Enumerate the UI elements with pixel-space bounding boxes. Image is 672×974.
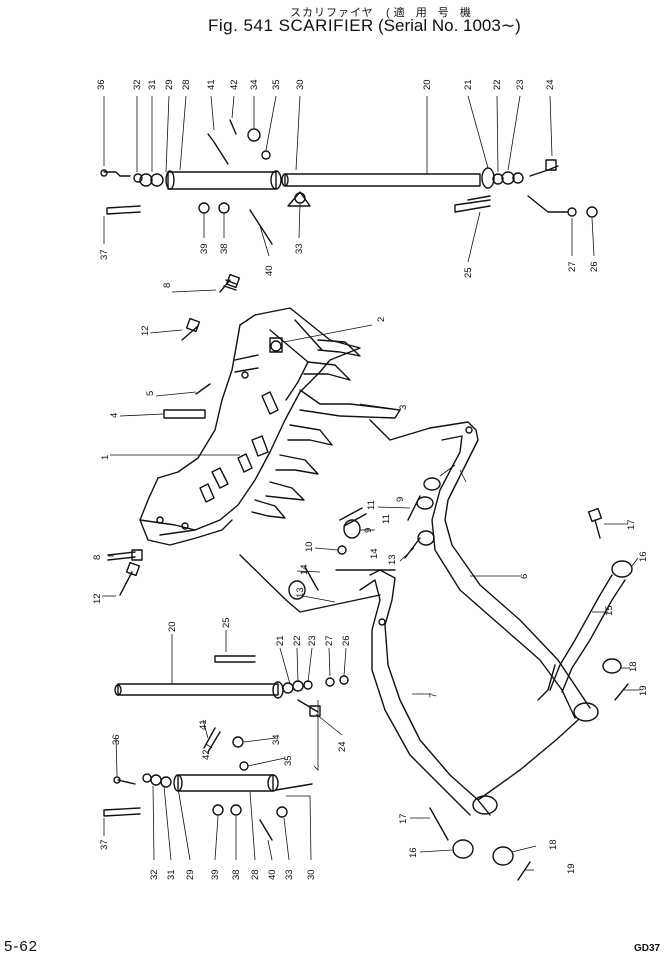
- callout-10: 10: [304, 541, 315, 552]
- callout-27-lower: 27: [324, 635, 335, 646]
- cylinder-15: [429, 507, 633, 881]
- callout-30-lower: 30: [306, 869, 317, 880]
- callout-28-upper: 28: [181, 79, 192, 90]
- callout-35-upper: 35: [271, 79, 282, 90]
- callout-22-upper: 22: [492, 79, 503, 90]
- callout-34-upper: 34: [249, 79, 260, 90]
- arm-6: [369, 419, 599, 722]
- callout-36-lower: 36: [111, 734, 122, 745]
- callout-2: 2: [376, 317, 387, 322]
- callout-42-lower: 42: [201, 749, 212, 760]
- callout-28-lower: 28: [250, 869, 261, 880]
- title-japanese: スカリファイヤ: [290, 7, 374, 19]
- callouts: 36 32 31 29 28 41 42 34 35 30 20 21 22 2…: [92, 79, 649, 880]
- callout-31-upper: 31: [147, 79, 158, 90]
- callout-8-upper: 8: [162, 283, 173, 288]
- callout-22-lower: 22: [292, 635, 303, 646]
- callout-42-upper: 42: [229, 79, 240, 90]
- callout-16-a: 16: [638, 551, 649, 562]
- callout-6: 6: [519, 574, 530, 579]
- callout-21-lower: 21: [275, 635, 286, 646]
- callout-4: 4: [109, 413, 120, 418]
- callout-12-upper: 12: [140, 325, 151, 336]
- callout-33-lower: 33: [284, 869, 295, 880]
- callout-38-upper: 38: [219, 243, 230, 254]
- callout-14-b: 14: [299, 564, 310, 575]
- figure-title: Fig. 541 SCARIFIER: [208, 16, 374, 35]
- callout-15: 15: [604, 605, 615, 616]
- callout-20-lower: 20: [167, 621, 178, 632]
- callout-23-lower: 23: [307, 635, 318, 646]
- callout-37-upper: 37: [99, 249, 110, 260]
- callout-17-b: 17: [398, 813, 409, 824]
- callout-11-a: 11: [366, 500, 377, 510]
- callout-29-upper: 29: [164, 79, 175, 90]
- callout-17-a: 17: [626, 519, 637, 530]
- callout-25-lower: 25: [221, 617, 232, 628]
- lower-shaft-assembly: [103, 655, 349, 841]
- callout-21-upper: 21: [463, 79, 474, 90]
- callout-5: 5: [145, 391, 156, 396]
- callout-35-lower: 35: [283, 755, 294, 766]
- callout-12-lower: 12: [92, 593, 103, 604]
- upper-shaft-20: [284, 173, 481, 187]
- arm-7: [359, 569, 579, 816]
- callout-34-lower: 34: [271, 734, 282, 745]
- callout-27-upper: 27: [567, 261, 578, 272]
- callout-40-upper: 40: [264, 265, 275, 276]
- callout-20-upper: 20: [422, 79, 433, 90]
- callout-13-b: 13: [295, 587, 306, 598]
- callout-26-upper: 26: [589, 261, 600, 272]
- pivot-pin-2: [269, 337, 283, 353]
- callout-32-lower: 32: [149, 869, 160, 880]
- callout-23-upper: 23: [515, 79, 526, 90]
- callout-18-b: 18: [548, 839, 559, 850]
- callout-24-lower: 24: [337, 741, 348, 752]
- callout-40-lower: 40: [267, 869, 278, 880]
- callout-8-lower: 8: [92, 555, 103, 560]
- callout-33-upper: 33: [294, 243, 305, 254]
- upper-sleeve-28: [167, 171, 277, 190]
- page-number: 5-62: [4, 938, 39, 955]
- left-pins: [107, 273, 241, 596]
- callout-18-a: 18: [628, 661, 639, 672]
- callout-30-upper: 30: [295, 79, 306, 90]
- callout-13-a: 13: [387, 554, 398, 565]
- callout-29-lower: 29: [185, 869, 196, 880]
- callout-41-upper: 41: [206, 79, 217, 90]
- callout-41-lower: 41: [198, 719, 209, 730]
- callout-14-a: 14: [369, 548, 380, 559]
- callout-39-upper: 39: [199, 243, 210, 254]
- callout-3: 3: [398, 405, 409, 410]
- callout-11-b: 11: [381, 514, 392, 524]
- callout-36-upper: 36: [96, 79, 107, 90]
- callout-25-upper: 25: [463, 267, 474, 278]
- callout-26-lower: 26: [341, 635, 352, 646]
- scarifier-beam: [139, 307, 361, 546]
- callout-1: 1: [100, 455, 111, 460]
- shank-teeth-3: [251, 339, 401, 519]
- callout-9-a: 9: [363, 528, 374, 533]
- callout-37-lower: 37: [99, 839, 110, 850]
- upper-shaft-assembly: [100, 119, 598, 245]
- callout-32-upper: 32: [132, 79, 143, 90]
- callout-16-b: 16: [408, 847, 419, 858]
- applicable-japanese: (適 用 号 機: [386, 7, 475, 19]
- document-code: GD37: [634, 943, 661, 954]
- callout-24-upper: 24: [545, 79, 556, 90]
- callout-7: 7: [428, 693, 439, 698]
- callout-38-lower: 38: [231, 869, 242, 880]
- callout-9-b: 9: [395, 497, 406, 502]
- leader-lines: [102, 95, 640, 871]
- callout-19-b: 19: [566, 863, 577, 874]
- center-hardware: [239, 477, 441, 613]
- callout-19-a: 19: [638, 685, 649, 696]
- callout-31-lower: 31: [166, 869, 177, 880]
- callout-39-lower: 39: [210, 869, 221, 880]
- serial-range: (Serial No. 1003∼): [378, 16, 521, 35]
